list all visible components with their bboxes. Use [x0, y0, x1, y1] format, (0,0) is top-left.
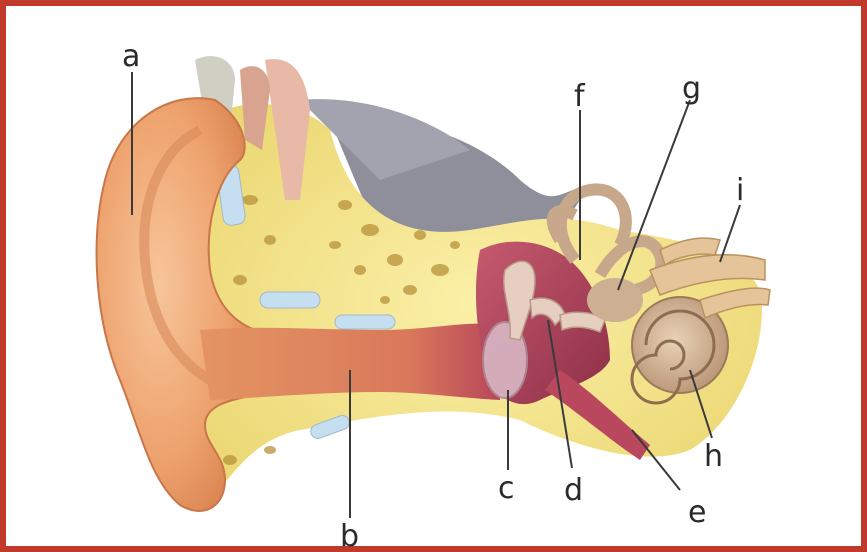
- label-i: i: [736, 173, 744, 208]
- label-c: c: [498, 471, 515, 506]
- label-b: b: [340, 519, 359, 552]
- label-e: e: [688, 495, 706, 530]
- label-a: a: [122, 39, 140, 74]
- label-d: d: [564, 473, 583, 508]
- label-h: h: [704, 439, 723, 474]
- vestibule: [587, 278, 643, 322]
- label-g: g: [682, 71, 701, 106]
- label-f: f: [574, 79, 586, 114]
